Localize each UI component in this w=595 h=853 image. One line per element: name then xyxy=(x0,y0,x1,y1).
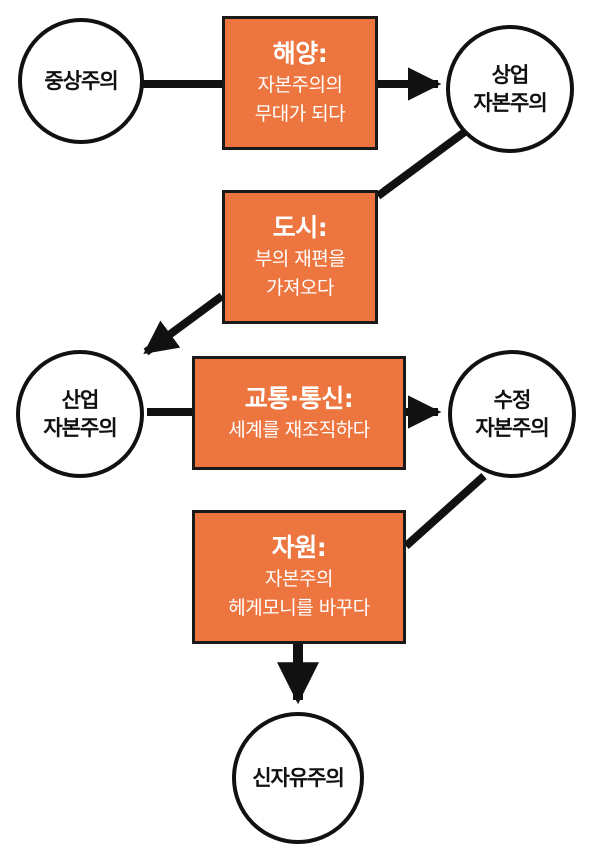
node-revised-line1: 수정 xyxy=(493,388,532,412)
node-mercantilism-label: 중상주의 xyxy=(44,69,118,93)
connector-commercial-to-city xyxy=(375,124,473,200)
node-industrial-line2: 자본주의 xyxy=(43,416,117,440)
box-city: 도시: 부의 재편을 가져오다 xyxy=(222,190,378,324)
box-transport: 교통·통신: 세계를 재조직하다 xyxy=(192,356,406,470)
box-transport-line1: 세계를 재조직하다 xyxy=(228,418,370,441)
node-mercantilism: 중상주의 xyxy=(18,18,144,144)
arrow-city-to-industrial xyxy=(143,292,225,356)
box-ocean-line2: 무대가 되다 xyxy=(254,103,346,125)
node-industrial-capitalism: 산업 자본주의 xyxy=(16,350,144,478)
node-neoliberalism: 신자유주의 xyxy=(232,712,364,844)
connector-revised-to-resources xyxy=(403,473,487,549)
box-city-line2: 가져오다 xyxy=(266,277,334,299)
box-resources: 자원: 자본주의 헤게모니를 바꾸다 xyxy=(192,510,406,644)
box-ocean-title: 해양: xyxy=(272,39,328,68)
node-commercial-line2: 자본주의 xyxy=(473,91,547,115)
box-resources-line1: 자본주의 xyxy=(265,568,333,590)
box-city-line1: 부의 재편을 xyxy=(254,248,346,270)
node-industrial-line1: 산업 xyxy=(61,388,100,412)
node-commercial-line1: 상업 xyxy=(491,63,530,87)
node-revised-line2: 자본주의 xyxy=(475,416,549,440)
box-transport-title: 교통·통신: xyxy=(244,383,354,413)
box-city-title: 도시: xyxy=(272,213,328,242)
box-ocean: 해양: 자본주의의 무대가 되다 xyxy=(222,16,378,150)
box-resources-line2: 헤게모니를 바꾸다 xyxy=(228,597,370,619)
box-resources-title: 자원: xyxy=(271,533,327,562)
node-revised-capitalism: 수정 자본주의 xyxy=(448,350,576,478)
node-commercial-capitalism: 상업 자본주의 xyxy=(446,25,574,153)
box-ocean-line1: 자본주의의 xyxy=(257,74,343,96)
node-neoliberalism-label: 신자유주의 xyxy=(252,766,345,790)
